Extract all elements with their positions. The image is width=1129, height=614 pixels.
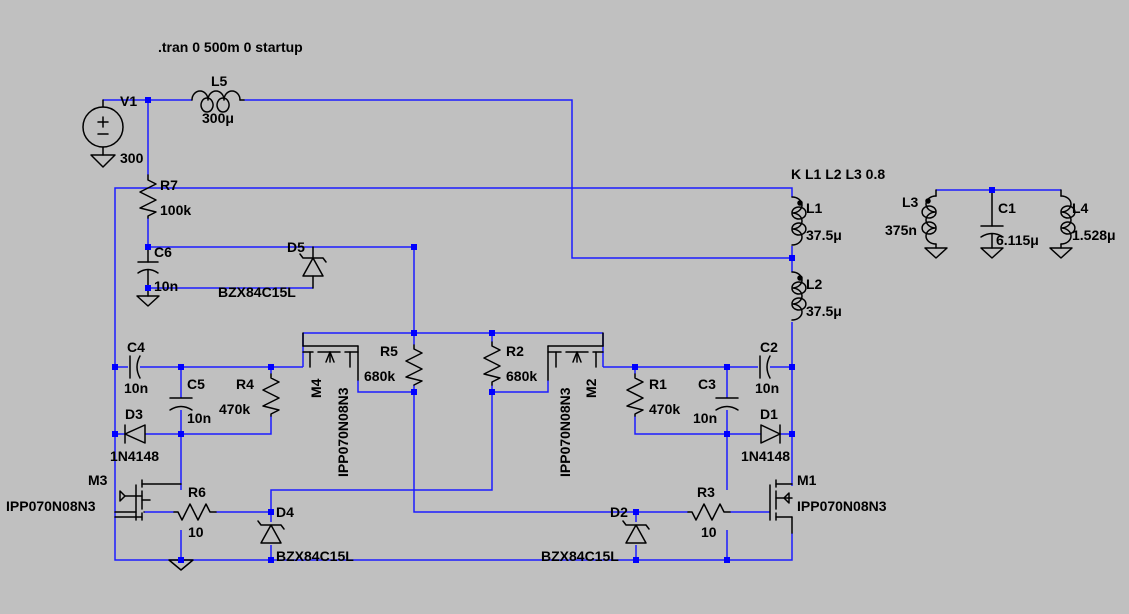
label-R1-value: 470k	[649, 401, 680, 417]
zener-D5[interactable]	[299, 246, 327, 289]
label-L5-name: L5	[211, 73, 228, 89]
label-V1-name: V1	[120, 93, 137, 109]
label-D5-name: D5	[287, 239, 305, 255]
label-R7-value: 100k	[160, 202, 191, 218]
label-M3-value: IPP070N08N3	[6, 498, 96, 514]
label-R5-name: R5	[380, 343, 398, 359]
wires	[103, 99, 1061, 561]
label-R3-name: R3	[697, 484, 715, 500]
label-L3-value: 375n	[885, 222, 917, 238]
label-D3-value: 1N4148	[110, 448, 159, 464]
resistor-R5[interactable]	[405, 344, 423, 386]
label-C2-name: C2	[760, 339, 778, 355]
label-L2-value: 37.5μ	[806, 303, 842, 319]
label-C1-value: 6.115μ	[996, 232, 1039, 248]
label-L1-name: L1	[806, 200, 823, 216]
label-V1-value: 300	[120, 150, 144, 166]
label-M1-name: M1	[797, 472, 817, 488]
label-R4-value: 470k	[219, 401, 250, 417]
capacitor-C5[interactable]	[169, 397, 193, 411]
resistor-R1[interactable]	[626, 373, 644, 417]
resistor-R4[interactable]	[262, 373, 280, 417]
label-R5-value: 680k	[364, 368, 395, 384]
resistor-R6[interactable]	[173, 503, 217, 521]
tran-directive: .tran 0 500m 0 startup	[158, 39, 303, 55]
label-D1-value: 1N4148	[741, 448, 790, 464]
label-R6-value: 10	[188, 524, 204, 540]
label-R1-name: R1	[649, 376, 667, 392]
label-R2-value: 680k	[506, 368, 537, 384]
label-C1-name: C1	[998, 200, 1016, 216]
zener-D4[interactable]	[257, 520, 285, 544]
capacitor-C4[interactable]	[129, 355, 141, 379]
mosfet-M1[interactable]	[769, 479, 793, 534]
capacitor-C2[interactable]	[759, 355, 771, 379]
label-L3-name: L3	[902, 194, 919, 210]
label-M1-value: IPP070N08N3	[797, 498, 887, 514]
diode-D1[interactable]	[760, 424, 781, 444]
label-D2-value: BZX84C15L	[541, 548, 619, 564]
label-D5-value: BZX84C15L	[218, 284, 296, 300]
inductor-L4[interactable]	[1049, 189, 1076, 259]
label-R2-name: R2	[506, 343, 524, 359]
coupling-directive: K L1 L2 L3 0.8	[791, 166, 885, 182]
label-D2-name: D2	[610, 504, 628, 520]
label-C4-value: 10n	[124, 380, 148, 396]
capacitor-C1[interactable]	[980, 189, 1004, 259]
label-C6-value: 10n	[154, 278, 178, 294]
junctions	[112, 97, 995, 563]
label-R3-value: 10	[701, 524, 717, 540]
label-M4-value: IPP070N08N3	[335, 387, 351, 477]
label-D4-value: BZX84C15L	[276, 548, 354, 564]
label-L4-name: L4	[1072, 200, 1089, 216]
voltage-source-V1[interactable]	[82, 99, 124, 168]
label-C2-value: 10n	[755, 380, 779, 396]
label-L4-value: 1.528μ	[1072, 227, 1116, 243]
resistor-R3[interactable]	[687, 503, 731, 521]
label-C3-name: C3	[698, 376, 716, 392]
inductor-L3[interactable]	[921, 189, 948, 259]
mosfet-M4[interactable]	[302, 332, 359, 381]
zener-D2[interactable]	[622, 520, 650, 544]
inductor-L2[interactable]	[791, 271, 807, 321]
label-R7-name: R7	[160, 177, 178, 193]
diode-D3[interactable]	[124, 424, 146, 444]
resistor-R2[interactable]	[483, 341, 501, 386]
label-M3-name: M3	[88, 472, 108, 488]
label-L2-name: L2	[806, 276, 823, 292]
label-D3-name: D3	[125, 406, 143, 422]
inductor-L5[interactable]	[191, 90, 245, 113]
label-M4-name: M4	[308, 378, 324, 398]
label-C3-value: 10n	[693, 410, 717, 426]
label-C4-name: C4	[127, 339, 145, 355]
label-C6-name: C6	[154, 244, 172, 260]
mosfet-M3[interactable]	[114, 479, 182, 521]
capacitor-C3[interactable]	[715, 397, 739, 411]
label-R6-name: R6	[188, 484, 206, 500]
label-C5-value: 10n	[187, 410, 211, 426]
mosfet-M2[interactable]	[547, 332, 604, 381]
label-D4-name: D4	[276, 504, 294, 520]
label-M2-value: IPP070N08N3	[557, 387, 573, 477]
label-C5-name: C5	[187, 376, 205, 392]
inductor-L1[interactable]	[791, 196, 807, 246]
resistor-R7[interactable]	[139, 174, 157, 219]
label-L1-value: 37.5μ	[806, 227, 842, 243]
label-D1-name: D1	[760, 406, 778, 422]
label-R4-name: R4	[236, 376, 254, 392]
label-M2-name: M2	[583, 378, 599, 398]
label-L5-value: 300μ	[202, 110, 234, 126]
